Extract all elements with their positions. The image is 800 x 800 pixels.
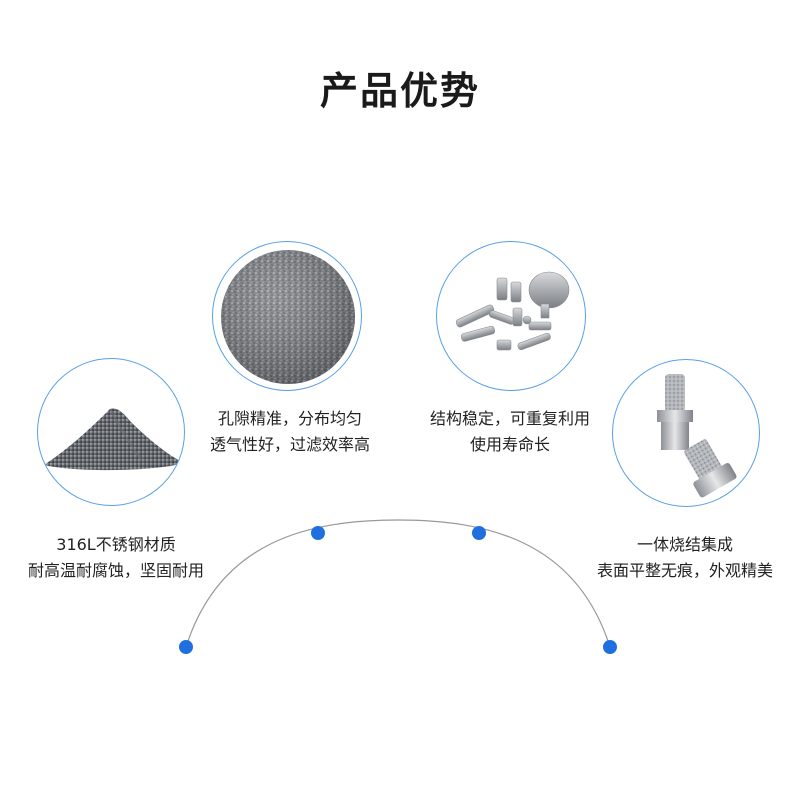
powder-pile-icon [44,408,184,471]
porous-material-circle [212,241,362,391]
filter-parts-circle [436,241,586,391]
caption-structure-line1: 结构稳定，可重复利用 [429,409,590,428]
caption-sintering-line1: 一体烧结集成 [636,535,733,554]
arc-dot [311,526,325,540]
page-title: 产品优势 [319,69,480,113]
arc-dot [603,640,617,654]
sintered-filter-icon [657,374,737,498]
caption-sintering: 一体烧结集成 表面平整无痕，外观精美 [570,532,800,584]
caption-sintering-line2: 表面平整无痕，外观精美 [596,561,773,580]
arc-line [185,519,611,648]
caption-porosity: 孔隙精准，分布均匀 透气性好，过滤效率高 [180,406,400,458]
caption-porosity-line2: 透气性好，过滤效率高 [209,435,370,454]
caption-structure-line2: 使用寿命长 [469,435,550,454]
caption-material: 316L不锈钢材质 耐高温耐腐蚀，坚固耐用 [0,532,232,584]
caption-material-line1: 316L不锈钢材质 [56,535,176,554]
arc-dot [179,640,193,654]
caption-structure: 结构稳定，可重复利用 使用寿命长 [400,406,620,458]
powder-image-circle [37,358,185,506]
sintered-filter-circle [612,359,760,507]
caption-material-line2: 耐高温耐腐蚀，坚固耐用 [27,561,204,580]
porous-texture-icon [221,250,355,384]
arc-dot [472,526,486,540]
filter-parts-icon [455,271,570,351]
caption-porosity-line1: 孔隙精准，分布均匀 [217,409,362,428]
